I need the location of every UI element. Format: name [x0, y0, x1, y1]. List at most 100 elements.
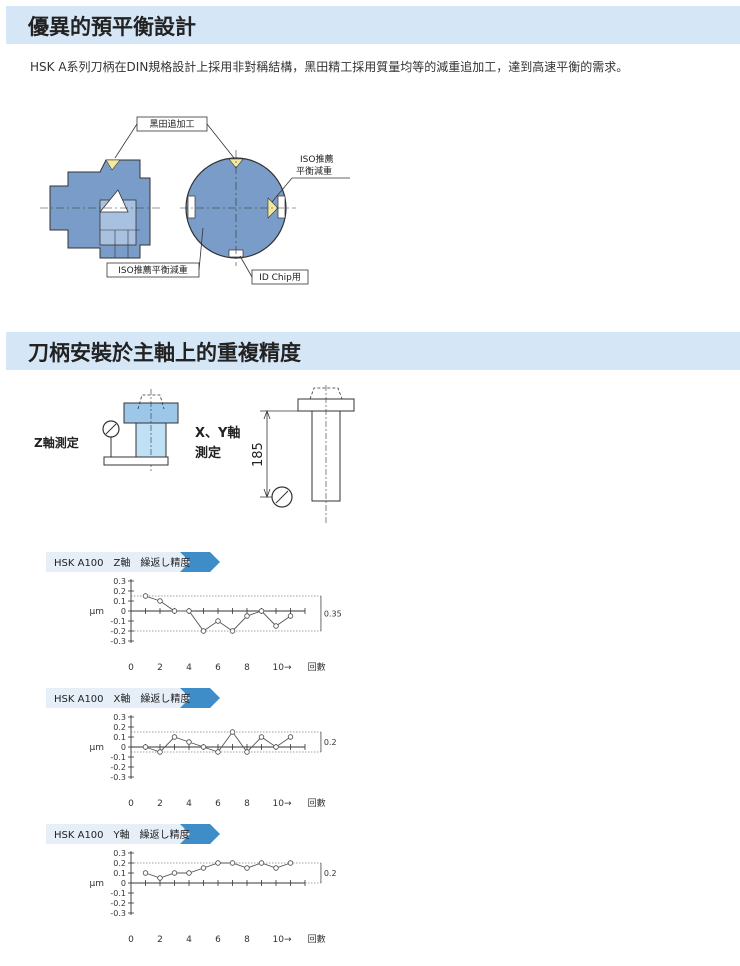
data-point: [273, 865, 279, 871]
section-banner-balance: 優異的預平衡設計: [6, 6, 740, 44]
y-tick-label: -0.2: [110, 763, 126, 772]
y-tick-label: 0: [121, 607, 126, 616]
data-point: [229, 860, 236, 866]
y-tick-label: 0.3: [113, 849, 126, 858]
x-tick-label: 10→: [273, 799, 292, 809]
balance-description: HSK A系列刀柄在DIN規格設計上採用非對稱結構，黑田精工採用質量均等的減重追…: [30, 60, 629, 74]
measurement-diagram: Z軸測定 X、Y軸 測定 185: [34, 385, 355, 525]
x-tick-label: 8: [244, 663, 250, 673]
data-point: [142, 744, 149, 750]
range-label: 0.35: [324, 610, 342, 619]
data-point: [287, 860, 294, 866]
chart-tag-label: HSK A100 Z軸 繰返し精度: [54, 556, 190, 569]
y-unit-label: μm: [90, 743, 105, 753]
data-point: [229, 729, 236, 735]
data-point: [157, 875, 163, 881]
label-id-chip: ID Chip用: [259, 272, 301, 283]
y-tick-label: 0.3: [113, 577, 126, 586]
data-point: [200, 628, 207, 634]
balance-diagram: 黑田追加工 ISO推薦 平衡減重 ISO推薦平衡減重 ID Chip用: [40, 116, 350, 285]
x-tick-label: 8: [244, 799, 250, 809]
z-measurement-figure: Z軸測定: [34, 389, 179, 471]
y-tick-label: 0.1: [113, 869, 126, 878]
chart-tag-bg: [46, 552, 190, 572]
y-tick-label: 0.3: [113, 713, 126, 722]
y-tick-label: -0.1: [110, 753, 126, 762]
y-tick-label: -0.3: [110, 637, 126, 646]
chart-tag-bg: [46, 824, 190, 844]
x-tick-label: 2: [157, 935, 163, 945]
data-point: [229, 628, 236, 634]
data-point: [258, 608, 265, 614]
x-tick-label: 0: [128, 799, 134, 809]
z-axis-label: Z軸測定: [34, 435, 79, 450]
data-point: [244, 749, 250, 755]
label-iso-top-1: ISO推薦: [300, 153, 333, 165]
x-tick-label: 8: [244, 935, 250, 945]
data-point: [142, 593, 149, 599]
x-tick-label: 0: [128, 935, 134, 945]
xy-measurement-figure: X、Y軸 測定 185: [195, 385, 355, 525]
chart-tag-label: HSK A100 Y軸 繰返し精度: [54, 828, 190, 841]
data-point: [215, 749, 221, 755]
y-tick-label: 0: [121, 743, 126, 752]
data-point: [200, 744, 207, 750]
y-tick-label: -0.3: [110, 909, 126, 918]
x-tick-label: 6: [215, 663, 221, 673]
y-tick-label: -0.3: [110, 773, 126, 782]
label-iso-top-2: 平衡減重: [296, 165, 332, 177]
data-point: [273, 623, 279, 629]
data-point: [157, 598, 163, 604]
chart-tag-bg: [46, 688, 190, 708]
data-point: [258, 860, 265, 866]
data-point: [186, 608, 192, 614]
data-point: [215, 618, 221, 624]
label-extra: 黑田追加工: [149, 118, 194, 130]
data-point: [157, 749, 163, 755]
holder-front-view: [180, 150, 296, 266]
y-tick-label: -0.1: [110, 617, 126, 626]
range-label: 0.2: [324, 869, 337, 878]
data-point: [287, 613, 294, 619]
y-tick-label: -0.1: [110, 889, 126, 898]
section-banner-repeatability: 刀柄安裝於主軸上的重複精度: [6, 332, 740, 370]
y-tick-label: 0: [121, 879, 126, 888]
data-point: [215, 860, 221, 866]
xy-axis-label-2: 測定: [195, 445, 221, 461]
data-point: [171, 734, 178, 740]
data-point: [186, 739, 192, 745]
y-unit-label: μm: [90, 879, 105, 889]
y-tick-label: -0.2: [110, 627, 126, 636]
label-iso-bottom: ISO推薦平衡減重: [118, 264, 187, 276]
data-point: [186, 870, 192, 876]
x-tick-label: 6: [215, 935, 221, 945]
y-tick-label: 0.1: [113, 597, 126, 606]
data-point: [142, 870, 149, 876]
chart-x-axis: HSK A100 X軸 繰返し精度0.30.20.10-0.1-0.2-0.3μ…: [46, 688, 337, 809]
x-unit-label: 回數: [308, 933, 326, 945]
holder-side-view: [40, 159, 160, 259]
dimension-185: 185: [251, 442, 266, 467]
x-tick-label: 0: [128, 663, 134, 673]
x-unit-label: 回數: [308, 797, 326, 809]
y-tick-label: 0.2: [113, 859, 126, 868]
data-point: [244, 865, 250, 871]
data-point: [171, 870, 178, 876]
y-tick-label: 0.1: [113, 733, 126, 742]
section-title-repeatability: 刀柄安裝於主軸上的重複精度: [28, 341, 301, 365]
x-tick-label: 4: [186, 799, 192, 809]
xy-axis-label-1: X、Y軸: [195, 425, 240, 441]
x-tick-label: 6: [215, 799, 221, 809]
x-tick-label: 10→: [273, 663, 292, 673]
range-label: 0.2: [324, 738, 337, 747]
data-point: [244, 613, 250, 619]
data-point: [273, 744, 279, 750]
chart-y-axis: HSK A100 Y軸 繰返し精度0.30.20.10-0.1-0.2-0.3μ…: [46, 824, 337, 945]
y-unit-label: μm: [90, 607, 105, 617]
x-tick-label: 4: [186, 663, 192, 673]
y-tick-label: 0.2: [113, 587, 126, 596]
y-tick-label: -0.2: [110, 899, 126, 908]
x-unit-label: 回數: [308, 661, 326, 673]
data-point: [200, 865, 207, 871]
chart-z-axis: HSK A100 Z軸 繰返し精度0.30.20.10-0.1-0.2-0.3μ…: [46, 552, 342, 673]
